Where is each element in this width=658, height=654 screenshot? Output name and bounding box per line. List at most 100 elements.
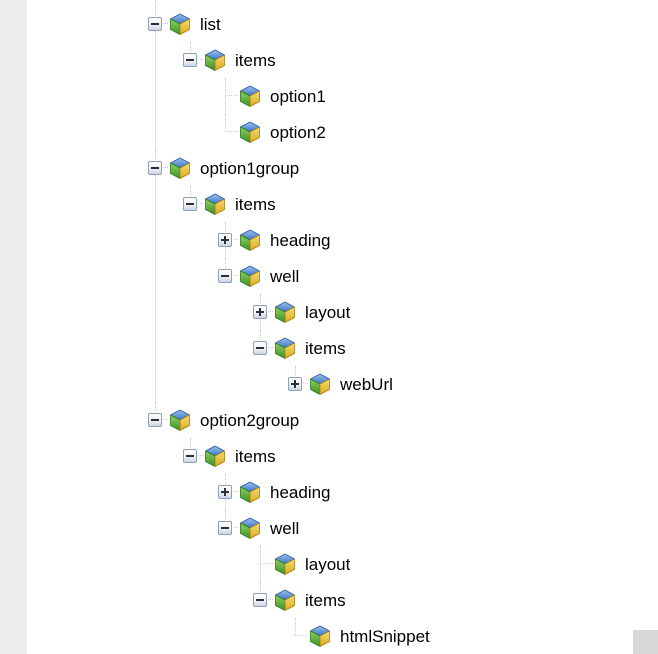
tree-node-label[interactable]: htmlSnippet [340,626,430,646]
tree-node-row[interactable]: well [218,510,430,546]
tree-node-label[interactable]: well [270,518,300,538]
webpart-cube-icon[interactable] [273,588,297,612]
webpart-cube-icon[interactable] [203,192,227,216]
webpart-cube-graphic [205,49,225,71]
collapse-toggle-icon[interactable] [183,449,197,463]
webpart-cube-graphic [205,445,225,467]
tree-node-row[interactable]: well [218,258,430,294]
tree-node-row[interactable]: items [183,438,430,474]
webpart-cube-icon[interactable] [273,336,297,360]
tree-node-row[interactable]: htmlSnippet [288,618,430,654]
tree-node-label[interactable]: option2group [200,410,300,430]
tree-node-label[interactable]: option2 [270,122,326,142]
tree-node: webUrl [288,366,430,402]
tree-node-label[interactable]: option1 [270,86,326,106]
tree-node-row[interactable]: layout [253,294,430,330]
webpart-cube-icon[interactable] [238,516,262,540]
tree-branch: items heading well layout items htmlSnip… [148,438,430,654]
left-gutter [0,0,27,654]
tree-node-label[interactable]: items [305,338,346,358]
tree-node-label[interactable]: items [235,446,276,466]
tree-node-label[interactable]: items [235,50,276,70]
webpart-cube-icon[interactable] [273,300,297,324]
tree-node-row[interactable]: option1 [218,78,430,114]
collapse-toggle-icon[interactable] [148,161,162,175]
tree-node-label[interactable]: heading [270,482,331,502]
collapse-toggle-icon[interactable] [253,341,267,355]
collapse-toggle-icon[interactable] [218,269,232,283]
tree-branch: option1 option2 [183,78,430,150]
webpart-cube-graphic [205,193,225,215]
tree-node-label[interactable]: webUrl [340,374,393,394]
tree-node-row[interactable]: items [253,330,430,366]
collapse-toggle-icon[interactable] [253,593,267,607]
tree-node: items htmlSnippet [253,582,430,654]
tree-branch: htmlSnippet [253,618,430,654]
tree-node-row[interactable]: option2 [218,114,430,150]
webpart-cube-graphic [240,517,260,539]
webpart-cube-graphic [275,553,295,575]
webpart-cube-graphic [310,373,330,395]
tree-branch: list items option1 option2 option1group … [27,6,430,654]
tree-node: option1group items heading well layout i… [148,150,430,402]
collapse-toggle-icon[interactable] [183,197,197,211]
webpart-cube-graphic [170,157,190,179]
webpart-cube-icon[interactable] [168,408,192,432]
tree-node-row[interactable]: webUrl [288,366,430,402]
webpart-cube-icon[interactable] [203,444,227,468]
expand-toggle-icon[interactable] [288,377,302,391]
tree-node-label[interactable]: list [200,14,221,34]
webpart-cube-icon[interactable] [308,624,332,648]
tree-branch: webUrl [253,366,430,402]
tree-node-row[interactable]: items [253,582,430,618]
tree-node-row[interactable]: items [183,186,430,222]
webpart-cube-icon[interactable] [238,84,262,108]
collapse-toggle-icon[interactable] [183,53,197,67]
tree-node-row[interactable]: layout [253,546,430,582]
collapse-toggle-icon[interactable] [148,413,162,427]
tree-node-row[interactable]: option1group [148,150,430,186]
webpart-cube-icon[interactable] [238,228,262,252]
webpart-cube-icon[interactable] [168,156,192,180]
webpart-cube-icon[interactable] [308,372,332,396]
scrollbar-corner [633,630,658,654]
webpart-cube-icon[interactable] [168,12,192,36]
webpart-cube-icon[interactable] [238,120,262,144]
webpart-cube-icon[interactable] [238,480,262,504]
webpart-cube-graphic [240,481,260,503]
expand-toggle-icon[interactable] [218,233,232,247]
tree-node-label[interactable]: option1group [200,158,300,178]
tree-node-label[interactable]: well [270,266,300,286]
tree-node: well layout items htmlSnippet [218,510,430,654]
tree-node-row[interactable]: heading [218,474,430,510]
collapse-toggle-icon[interactable] [148,17,162,31]
tree-node-label[interactable]: layout [305,302,351,322]
webpart-cube-graphic [275,337,295,359]
tree-node-row[interactable]: heading [218,222,430,258]
object-tree: list items option1 option2 option1group … [27,0,430,654]
webpart-cube-graphic [240,121,260,143]
tree-node-label[interactable]: heading [270,230,331,250]
collapse-toggle-icon[interactable] [218,521,232,535]
tree-branch: items heading well layout items webUrl [148,186,430,402]
tree-node-row[interactable]: items [183,42,430,78]
tree-node: items heading well layout items webUrl [183,186,430,402]
tree-branch: heading well layout items webUrl [183,222,430,402]
tree-node-label[interactable]: layout [305,554,351,574]
webpart-cube-icon[interactable] [203,48,227,72]
webpart-cube-graphic [240,265,260,287]
tree-node-label[interactable]: items [235,194,276,214]
webpart-cube-graphic [275,589,295,611]
tree-node-label[interactable]: items [305,590,346,610]
tree-node: list items option1 option2 [148,6,430,150]
webpart-cube-icon[interactable] [238,264,262,288]
expand-toggle-icon[interactable] [253,305,267,319]
tree-node-row[interactable]: option2group [148,402,430,438]
tree-node-row[interactable]: list [148,6,430,42]
tree-node: items heading well layout items htmlSnip… [183,438,430,654]
tree-node: items option1 option2 [183,42,430,150]
expand-toggle-icon[interactable] [218,485,232,499]
tree-node: heading [218,474,430,510]
webpart-cube-icon[interactable] [273,552,297,576]
